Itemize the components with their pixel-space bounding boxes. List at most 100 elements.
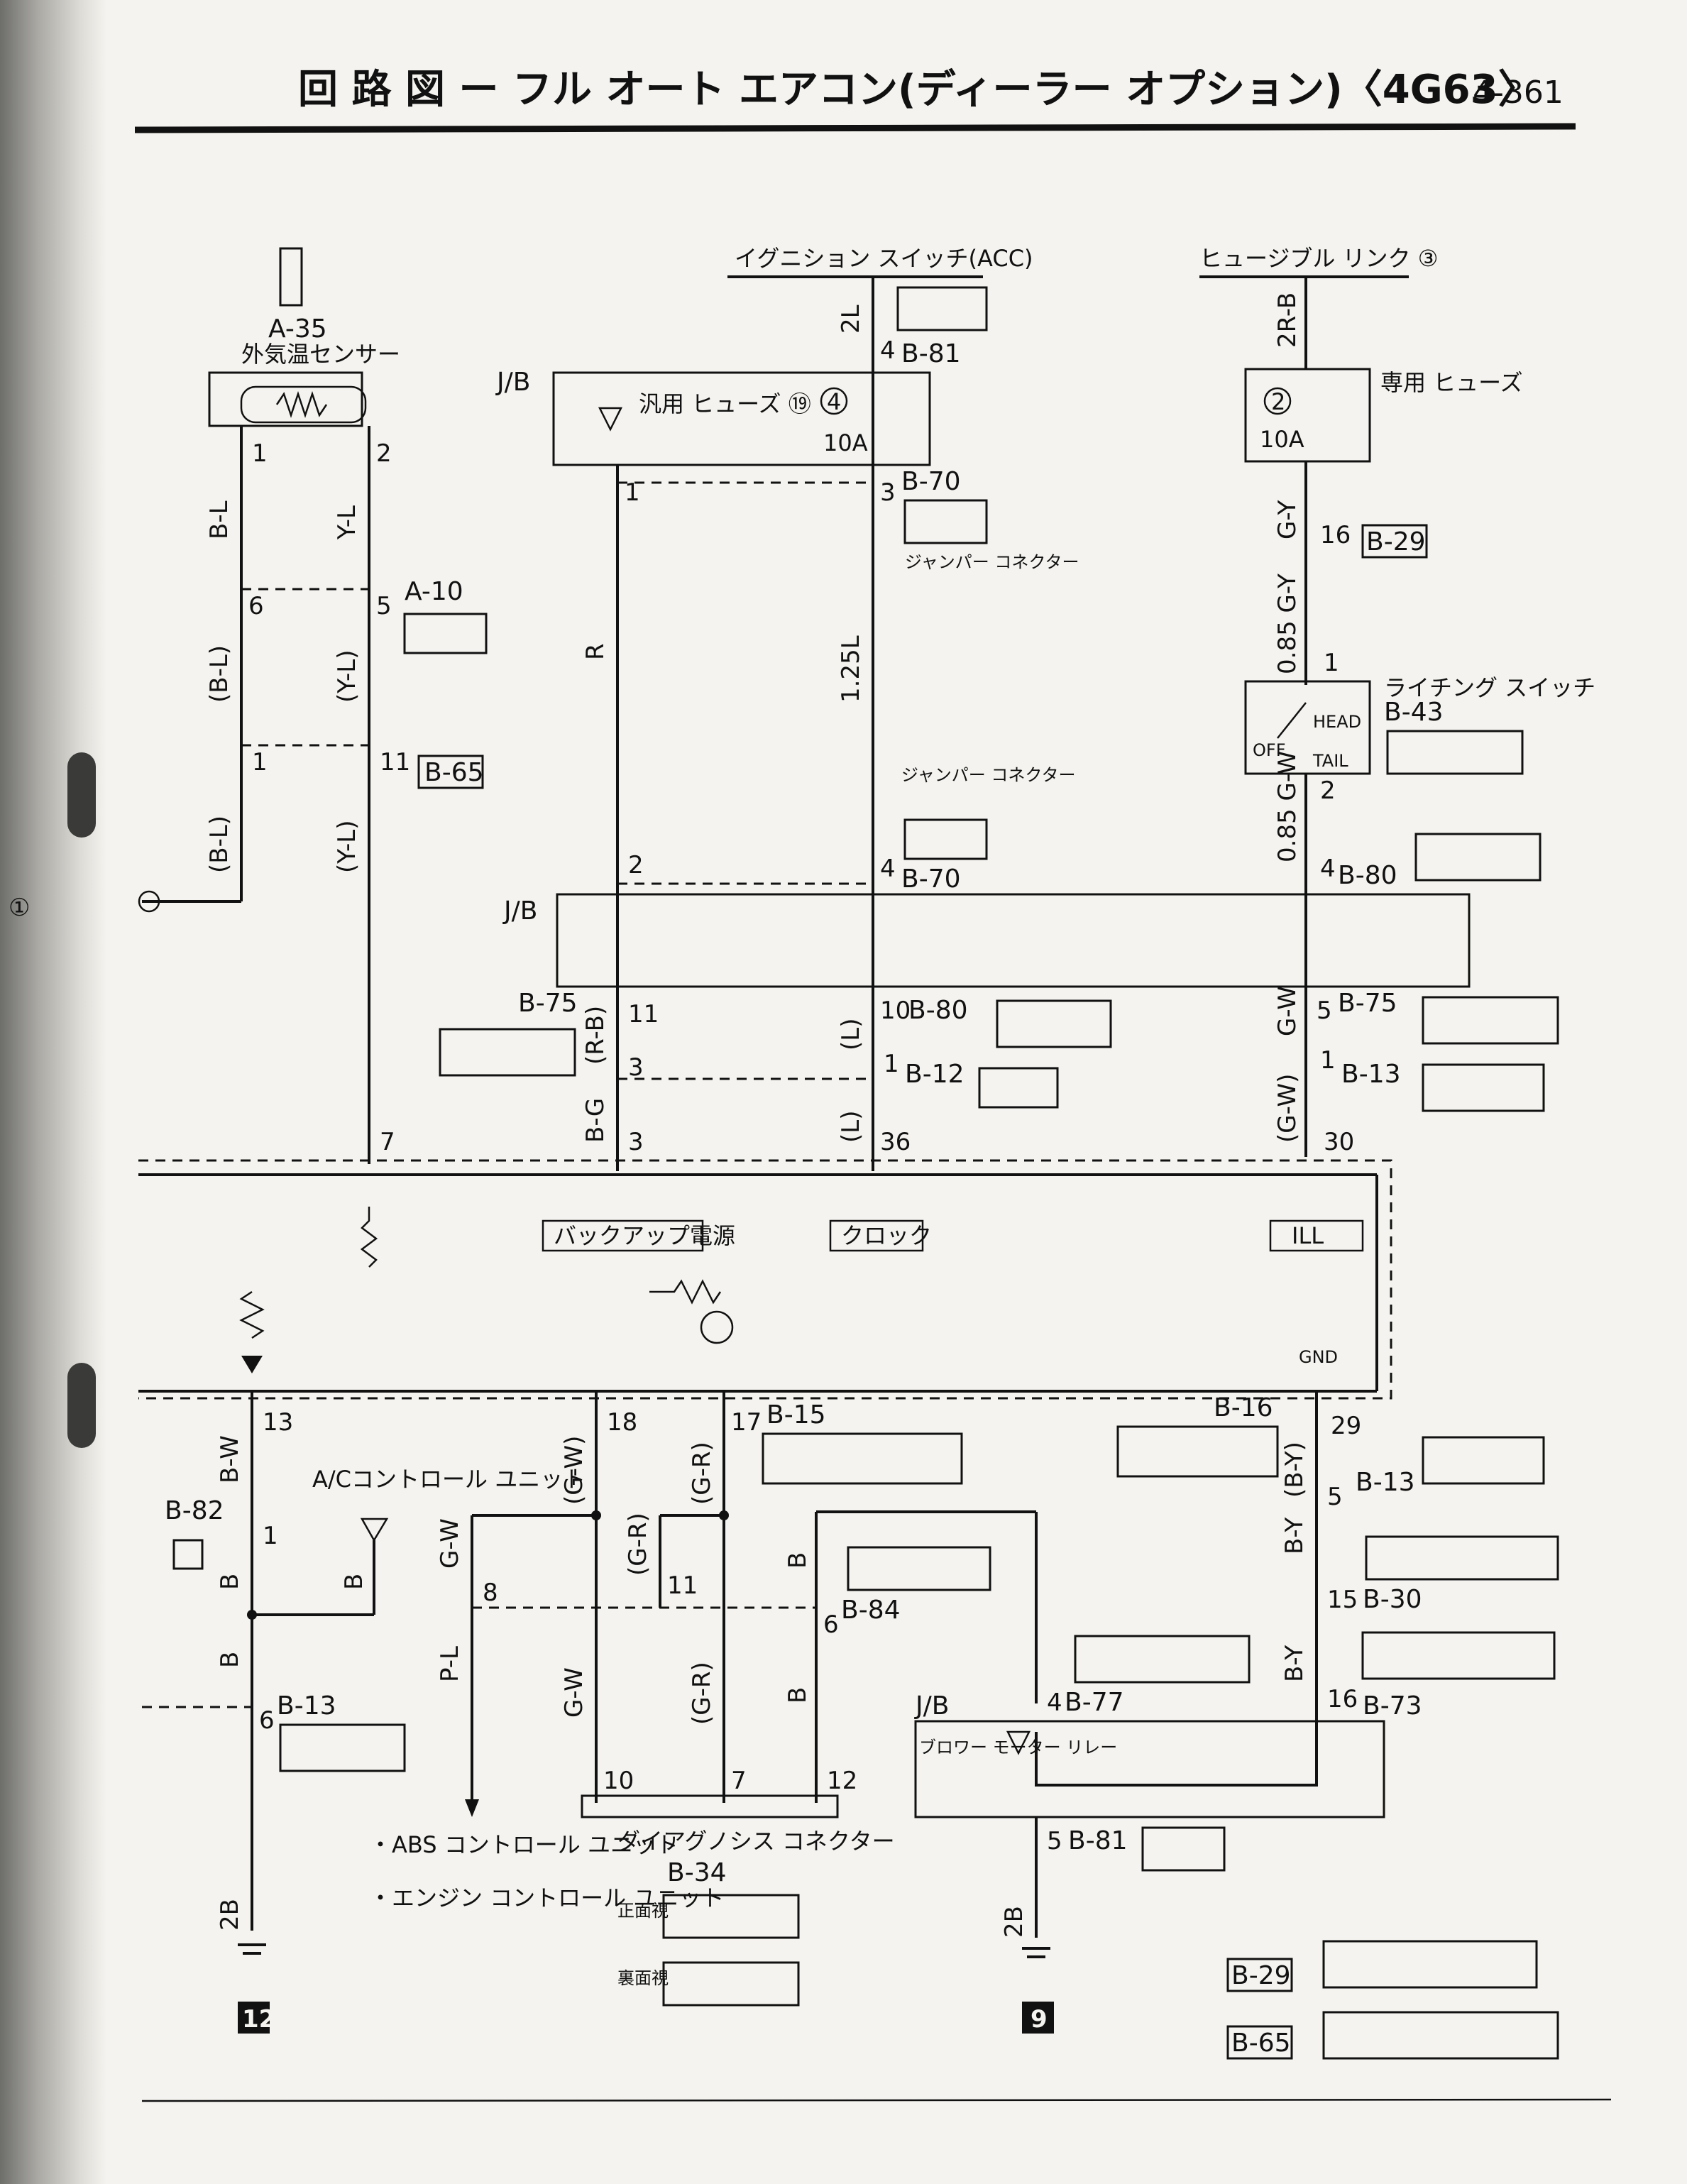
b15-connector-icon xyxy=(762,1432,963,1485)
b80-connector-icon xyxy=(1414,833,1542,882)
ground-9-badge xyxy=(1022,2002,1054,2034)
pin: 16 xyxy=(1320,521,1351,549)
b81-label: B-81 xyxy=(901,339,961,368)
pin: 6 xyxy=(823,1610,839,1639)
wire-color: Y-L xyxy=(333,505,361,540)
lighting-switch-box xyxy=(1244,680,1371,775)
b75-connector-icon-2 xyxy=(1422,996,1559,1045)
b13-connector-icon-3 xyxy=(1422,1436,1545,1485)
fusible-link-label: ヒュージブル リンク ③ xyxy=(1199,245,1438,272)
blower-relay-terminal-icon xyxy=(1006,1730,1031,1755)
b80-connector-icon-2 xyxy=(996,999,1112,1048)
sensor-input-icon xyxy=(239,1290,265,1339)
b30-label: B-30 xyxy=(1363,1585,1422,1614)
b13-label-2: B-13 xyxy=(277,1691,336,1721)
ground-9-label: 9 xyxy=(1031,2005,1048,2034)
blower-relay-label: ブロワー モーター リレー xyxy=(919,1738,1117,1757)
b65-legend-connector-icon xyxy=(1322,2011,1559,2060)
b16-connector-icon xyxy=(1116,1425,1279,1478)
pin: 5 xyxy=(1317,997,1332,1025)
wire-color: (G-R) xyxy=(624,1513,652,1576)
junction-block-upper xyxy=(552,371,931,466)
b75-label-2: B-75 xyxy=(1338,989,1397,1018)
wire-color: (B-Y) xyxy=(1280,1442,1309,1498)
engine-unit-label: ・エンジン コントロール ユニット xyxy=(369,1884,724,1911)
b13-label-3: B-13 xyxy=(1356,1468,1415,1497)
b34-front-connector-icon xyxy=(662,1894,800,1939)
pin: 15 xyxy=(1327,1586,1358,1614)
rear-view-label: 裏面視 xyxy=(617,1968,669,1988)
pin: 30 xyxy=(1324,1128,1354,1156)
ac-control-unit-label: A/Cコントロール ユニット xyxy=(312,1466,586,1493)
pin: 6 xyxy=(259,1706,275,1735)
a35-name: 外気温センサー xyxy=(241,341,400,368)
arrow-down-icon xyxy=(465,1799,479,1817)
b16-label: B-16 xyxy=(1214,1393,1273,1422)
pin: 2 xyxy=(1320,777,1336,805)
b65-label: B-65 xyxy=(424,758,484,787)
pin: 2 xyxy=(376,439,392,468)
header-rule xyxy=(134,123,1576,133)
wire-color: 2R-B xyxy=(1273,292,1302,348)
wire-color: B xyxy=(784,1552,812,1569)
fuse-number: 2 xyxy=(1271,388,1285,415)
wire-color: (B-L) xyxy=(205,645,233,703)
ill-box xyxy=(1269,1219,1364,1252)
wire-color: B xyxy=(216,1652,244,1668)
pin: 11 xyxy=(667,1571,698,1600)
a35-connector-icon xyxy=(279,247,303,307)
pin: 5 xyxy=(1327,1483,1343,1511)
b34-label: B-34 xyxy=(667,1858,727,1887)
pin: 4 xyxy=(1320,855,1336,883)
pin: 10 xyxy=(603,1767,634,1795)
b75-connector-icon xyxy=(439,1028,576,1077)
ac-unit-connector-icon xyxy=(360,1518,389,1542)
wire-color: B-L xyxy=(205,500,233,539)
wire-color: 2L xyxy=(837,304,865,334)
clock-box xyxy=(829,1219,924,1252)
backup-power-box xyxy=(542,1219,704,1252)
ground-12-badge xyxy=(238,2002,270,2034)
fuse-number-circle xyxy=(820,387,848,415)
general-fuse-label: 汎用 ヒューズ ⑲ xyxy=(639,390,811,417)
a10-connector-icon xyxy=(403,613,488,654)
wire-color: G-W xyxy=(436,1518,464,1569)
pin: 1 xyxy=(263,1522,278,1550)
pin: 7 xyxy=(731,1767,747,1795)
pin: 2 xyxy=(628,851,644,879)
ignition-switch-label: イグニション スイッチ(ACC) xyxy=(735,245,1033,272)
pin: 17 xyxy=(731,1408,762,1437)
diode-icon xyxy=(241,1356,263,1373)
pin: 11 xyxy=(380,748,410,777)
pin: 4 xyxy=(880,855,896,883)
wire-color: R xyxy=(581,643,610,660)
b80-label-2: B-80 xyxy=(908,996,968,1025)
b70-label: B-70 xyxy=(901,467,961,496)
b82-label: B-82 xyxy=(165,1496,224,1525)
pin: 7 xyxy=(380,1128,395,1156)
abs-unit-label: ・ABS コントロール ユニット xyxy=(369,1831,678,1858)
wire-color: G-W xyxy=(560,1667,588,1718)
pin: 16 xyxy=(1327,1685,1358,1713)
clock-label: クロック xyxy=(841,1222,932,1249)
wire-color: (G-R) xyxy=(688,1442,716,1505)
wire-color: G-W xyxy=(1273,986,1302,1036)
b43-name: ライチング スイッチ xyxy=(1384,674,1595,701)
b29-label: B-29 xyxy=(1366,527,1426,556)
gnd-label: GND xyxy=(1299,1347,1338,1367)
wire-color: 0.85 G-Y xyxy=(1273,574,1302,674)
b70-connector-icon-2 xyxy=(903,818,988,860)
wire-color: B xyxy=(216,1574,244,1590)
fuse-number: 4 xyxy=(827,388,841,415)
b34-rear-connector-icon xyxy=(662,1961,800,2007)
pin: 3 xyxy=(880,478,896,507)
fuse-amp: 10A xyxy=(823,429,868,456)
pin: 11 xyxy=(628,1000,659,1028)
transistor-bias-resistor-icon xyxy=(649,1279,722,1305)
footer-rule xyxy=(141,2098,1612,2102)
junction-block-lower xyxy=(914,1720,1385,1818)
b65-legend-box xyxy=(1226,2025,1293,2060)
jb-label: J/B xyxy=(495,368,530,397)
wire-color: B-Y xyxy=(1280,1645,1309,1682)
junction-dot xyxy=(591,1510,601,1520)
